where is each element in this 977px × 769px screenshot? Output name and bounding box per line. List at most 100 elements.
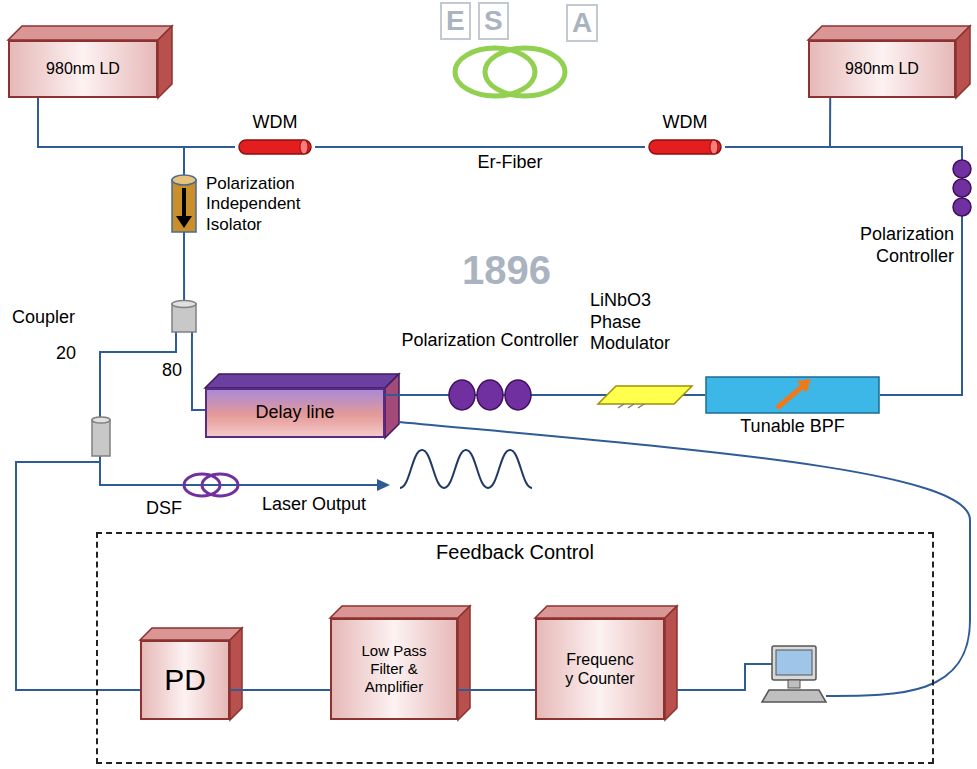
- fiber-coil: Er-Fiber: [445, 32, 575, 178]
- isolator-arrow: [182, 188, 186, 218]
- tuning-arrow: [777, 386, 803, 408]
- component-label: WDM: [645, 112, 725, 134]
- component-label: PD: [164, 662, 206, 698]
- fiber-connector: [458, 689, 535, 691]
- isolator-top: [172, 175, 196, 185]
- isolator-arrowhead: [176, 216, 192, 228]
- component-label: Er-Fiber: [445, 152, 575, 174]
- component-label: Delay line: [255, 402, 334, 424]
- watermark: A: [566, 4, 598, 42]
- fiber-coil: DSF: [140, 470, 250, 522]
- tuning-arrowhead: [797, 379, 811, 393]
- computer-stand: [788, 680, 800, 688]
- modulator-crystal: [598, 386, 692, 404]
- box-faces: [8, 26, 970, 720]
- wdm-coupler: WDM: [645, 112, 725, 160]
- phase-modulator: LiNbO3 Phase Modulator: [590, 290, 695, 408]
- fiber-connector: [880, 272, 962, 395]
- box-side-face: [665, 606, 677, 720]
- coupler-body: [92, 420, 110, 456]
- output-fiber: [250, 484, 378, 486]
- fiber-connector: [183, 244, 185, 300]
- fiber-connector: [230, 689, 330, 691]
- wdm-coupler: WDM: [235, 112, 315, 160]
- group-heading: Feedback Control: [98, 540, 932, 564]
- component-label: DSF: [146, 498, 206, 520]
- fiber-connector: [192, 338, 205, 410]
- isolator-body: [172, 180, 196, 232]
- component-label: Frequenc y Counter: [563, 650, 637, 688]
- fiber-connector: [584, 394, 590, 396]
- device-box: 980nm LD: [808, 40, 956, 98]
- output-arrowhead: [377, 479, 390, 491]
- delay-line: Delay line: [205, 388, 385, 438]
- component-label: Low Pass Filter & Amplifier: [349, 642, 439, 696]
- paddle: [477, 380, 503, 410]
- watermark: S: [478, 2, 509, 40]
- fiber-connector: [184, 147, 235, 170]
- electrode-lead: [628, 404, 634, 408]
- watermark: E: [440, 2, 471, 40]
- component-label: Coupler: [12, 307, 132, 329]
- component-label: 980nm LD: [845, 59, 919, 78]
- polarization-controller: Polarization Controller: [396, 330, 584, 410]
- box-side-face: [158, 26, 172, 98]
- device-box: Frequenc y Counter: [535, 618, 665, 720]
- coupler-top: [92, 417, 110, 423]
- isolator: Polarization Independent Isolator: [168, 170, 328, 244]
- watermark: 1896: [462, 246, 551, 294]
- paddle: [953, 179, 971, 197]
- fiber-connector: [725, 147, 962, 150]
- wdm-body: [649, 140, 721, 154]
- filter-body: [706, 377, 879, 413]
- fiber-connector: [575, 146, 645, 148]
- fiber-coupler: Coupler: [8, 300, 200, 338]
- box-side-face: [385, 374, 399, 438]
- paddle: [953, 160, 971, 178]
- computer-screen: [776, 650, 812, 675]
- device-box: PD: [140, 640, 230, 720]
- electrode-lead: [618, 404, 624, 408]
- polarization-controller: Polarization Controller: [858, 150, 972, 272]
- fiber-line: [140, 484, 250, 486]
- fiber-loop: [202, 474, 238, 496]
- device-box: Low Pass Filter & Amplifier: [330, 618, 458, 720]
- box-top-face: [205, 374, 399, 388]
- paddle: [953, 198, 971, 216]
- dashed-group: PD Low Pass Filter & Amplifier Frequenc y …: [96, 532, 934, 764]
- pulse-train: [400, 450, 532, 488]
- coupler-top: [172, 301, 196, 308]
- port-ratio: 20: [56, 343, 76, 365]
- paddle: [449, 380, 475, 410]
- wdm-end: [710, 140, 718, 154]
- fiber-connector: [695, 394, 705, 396]
- component-label: Polarization Controller: [858, 224, 954, 267]
- fiber-connector: [315, 146, 445, 148]
- output-label: Laser Output: [262, 494, 366, 516]
- paddle: [505, 380, 531, 410]
- fiber-line: [445, 146, 575, 148]
- box-top-face: [535, 606, 677, 618]
- box-top-face: [8, 26, 172, 40]
- component-label: WDM: [235, 112, 315, 134]
- box-side-face: [956, 26, 970, 98]
- fiber-connector: [38, 98, 235, 147]
- fiber-loop: [485, 48, 565, 96]
- electrode-lead: [638, 404, 644, 408]
- component-label: Polarization Controller: [396, 330, 584, 352]
- box-side-face: [458, 606, 470, 720]
- bandpass-filter: Tunable BPF: [705, 368, 880, 440]
- box-top-face: [808, 26, 970, 40]
- wdm-body: [239, 140, 311, 154]
- component-label: Polarization Independent Isolator: [206, 174, 324, 235]
- box-top-face: [330, 606, 470, 618]
- wdm-end: [300, 140, 308, 154]
- device-box: 980nm LD: [8, 40, 158, 98]
- component-label: Tunable BPF: [705, 416, 880, 438]
- fiber-connector: [385, 394, 396, 396]
- box-side-face: [230, 628, 242, 720]
- counter-cable: [677, 664, 772, 690]
- component-label: LiNbO3 Phase Modulator: [590, 290, 690, 355]
- fiber-stub: [183, 232, 185, 244]
